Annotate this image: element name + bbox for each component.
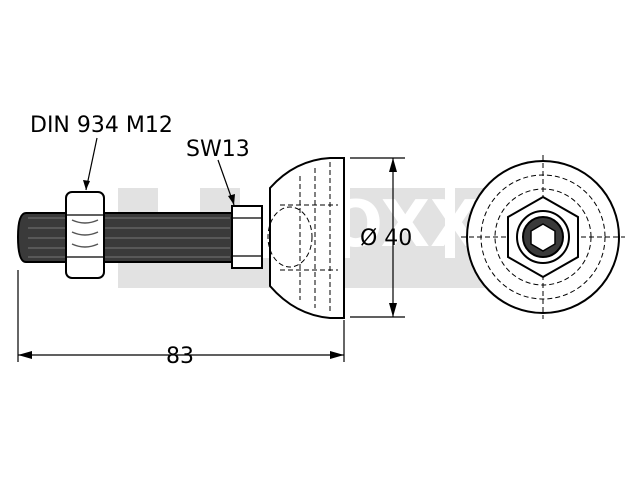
diameter-dimension: [350, 157, 405, 318]
foot-pad-side: [267, 157, 345, 319]
leader-lines: [83, 137, 235, 206]
length-dimension: [17, 270, 345, 362]
hex-nut: [65, 191, 105, 279]
threaded-shaft: [16, 212, 233, 263]
diameter-label: Ø 40: [360, 226, 412, 251]
hex-collar: [231, 205, 263, 269]
wrench-size-label: SW13: [186, 137, 250, 162]
nut-standard-label: DIN 934 M12: [30, 113, 173, 138]
length-label: 83: [166, 344, 194, 369]
foot-pad-top-view: [461, 155, 625, 319]
